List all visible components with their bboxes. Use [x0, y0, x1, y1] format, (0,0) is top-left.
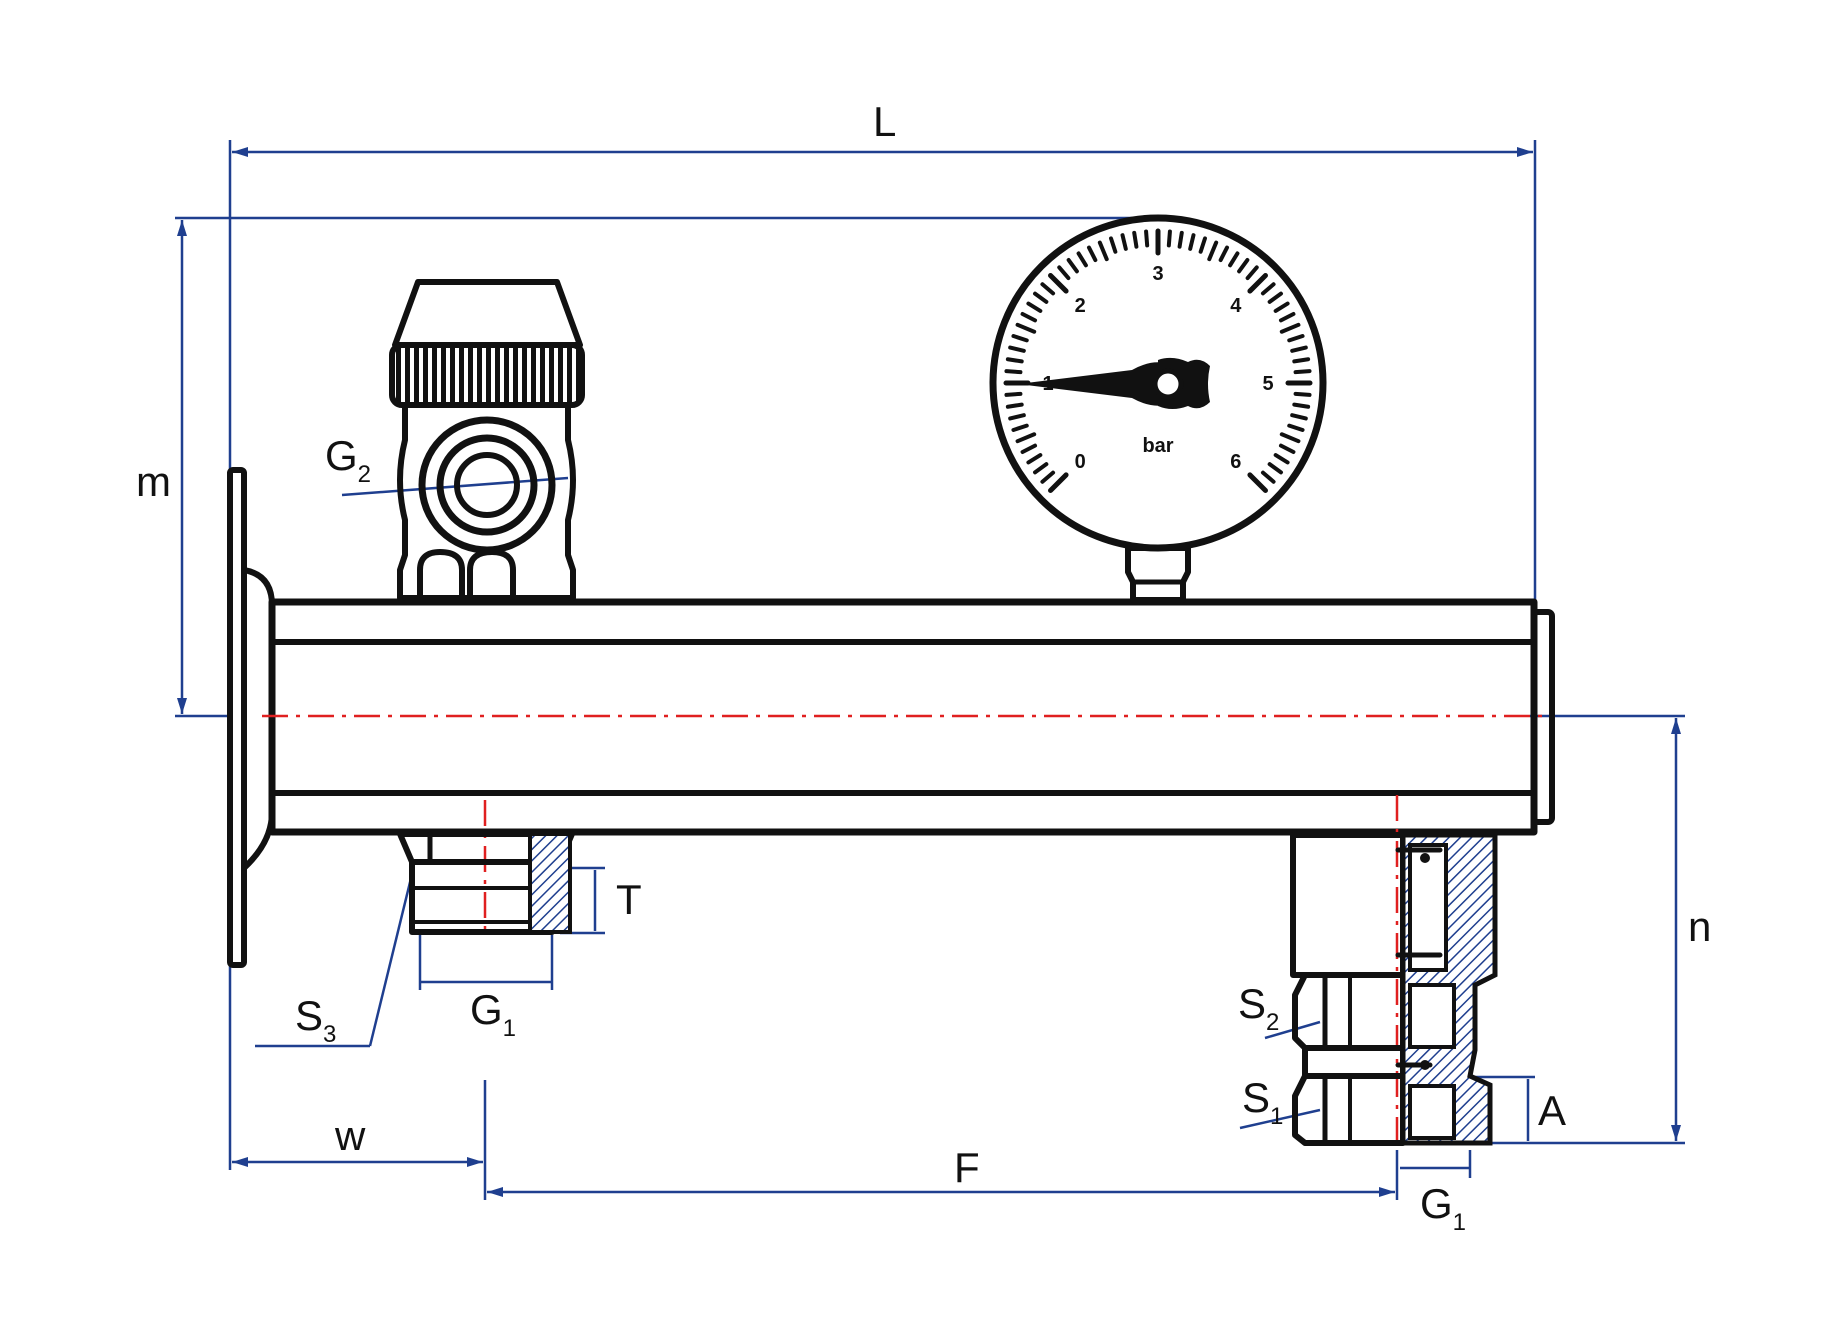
label-F: F [954, 1144, 980, 1191]
gauge-tick [1026, 301, 1043, 313]
label-G1-right: G1 [1420, 1180, 1466, 1236]
gauge-tick [1218, 245, 1230, 263]
gauge-scale-number: 6 [1230, 451, 1241, 473]
gauge-tick [1278, 311, 1296, 323]
gauge-tick [1177, 230, 1184, 249]
gauge-tick [1109, 236, 1118, 254]
gauge-tick [1198, 236, 1207, 254]
gauge-tick [1086, 245, 1098, 263]
gauge-scale-number: 4 [1230, 295, 1242, 317]
label-n: n [1688, 903, 1711, 950]
gauge-tick [1287, 334, 1305, 343]
gauge-unit-label: bar [1142, 435, 1173, 457]
gauge-tick [1273, 301, 1290, 313]
gauge-tick [1293, 369, 1312, 375]
gauge-tick [1144, 229, 1150, 248]
gauge-tick [1076, 251, 1088, 268]
gauge-tick [1040, 470, 1056, 484]
label-S1: S1 [1242, 1074, 1283, 1130]
manifold-pipe [227, 467, 1555, 1150]
gauge-tick [1097, 240, 1109, 262]
gauge-tick [1048, 273, 1069, 294]
label-S3: S3 [295, 992, 336, 1048]
gauge-tick [1279, 432, 1301, 444]
gauge-tick [1290, 413, 1308, 421]
label-A: A [1538, 1087, 1566, 1134]
gauge-tick [1237, 258, 1250, 274]
gauge-tick [1020, 311, 1038, 323]
gauge-tick [1247, 273, 1268, 294]
gauge-tick [1004, 369, 1023, 375]
label-m: m [136, 458, 171, 505]
gauge-tick [1267, 291, 1283, 304]
gauge-tick [1292, 402, 1311, 409]
gauge-scale-number: 3 [1152, 263, 1163, 285]
gauge-tick [1228, 251, 1240, 268]
gauge-tick [1057, 265, 1071, 281]
gauge-tick [1011, 423, 1029, 432]
pressure-gauge: 0123456 bar [989, 214, 1327, 603]
gauge-tick [1033, 462, 1049, 475]
label-G2: G2 [325, 432, 371, 488]
gauge-tick [1015, 322, 1037, 334]
gauge-tick [1290, 345, 1308, 353]
gauge-tick [1292, 357, 1311, 364]
gauge-tick [1207, 240, 1219, 262]
gauge-tick [1008, 413, 1026, 421]
dimension-lines [175, 140, 1685, 1200]
gauge-tick-marks [1003, 228, 1313, 493]
gauge-tick [1008, 345, 1026, 353]
gauge-tick [1048, 472, 1069, 493]
gauge-tick [1011, 334, 1029, 343]
gauge-scale-number: 0 [1075, 451, 1086, 473]
gauge-tick [1188, 233, 1196, 251]
label-w: w [334, 1112, 366, 1159]
label-S2: S2 [1238, 980, 1279, 1036]
gauge-tick [1004, 391, 1023, 397]
label-G1-left: G1 [470, 986, 516, 1042]
gauge-tick [1120, 233, 1128, 251]
gauge-tick [1287, 423, 1305, 432]
gauge-tick [1273, 453, 1290, 465]
gauge-tick [1132, 230, 1139, 249]
gauge-tick [1260, 470, 1276, 484]
gauge-tick [1166, 229, 1172, 248]
dimension-labels: L m n T w F A G2 G1 G1 S3 S2 S1 [136, 98, 1711, 1236]
gauge-tick [1247, 472, 1268, 493]
gauge-tick [1267, 462, 1283, 475]
label-T: T [616, 876, 642, 923]
gauge-tick [1279, 322, 1301, 334]
air-vent-valve [389, 279, 585, 601]
gauge-tick [1245, 265, 1259, 281]
left-outlet-fitting [397, 831, 575, 935]
gauge-tick [1278, 443, 1296, 455]
gauge-needle [1018, 362, 1165, 406]
gauge-tick [1005, 357, 1024, 364]
gauge-tick [1026, 453, 1043, 465]
right-outlet-fitting [1290, 832, 1498, 1146]
gauge-scale-number: 5 [1262, 373, 1273, 395]
gauge-scale-number: 2 [1075, 295, 1086, 317]
label-L: L [873, 98, 896, 145]
gauge-tick [1066, 258, 1079, 274]
gauge-tick [1040, 282, 1056, 296]
gauge-tick [1015, 432, 1037, 444]
gauge-tick [1005, 402, 1024, 409]
gauge-tick [1293, 391, 1312, 397]
gauge-tick [1020, 443, 1038, 455]
gauge-tick [1033, 291, 1049, 304]
gauge-tick [1260, 282, 1276, 296]
